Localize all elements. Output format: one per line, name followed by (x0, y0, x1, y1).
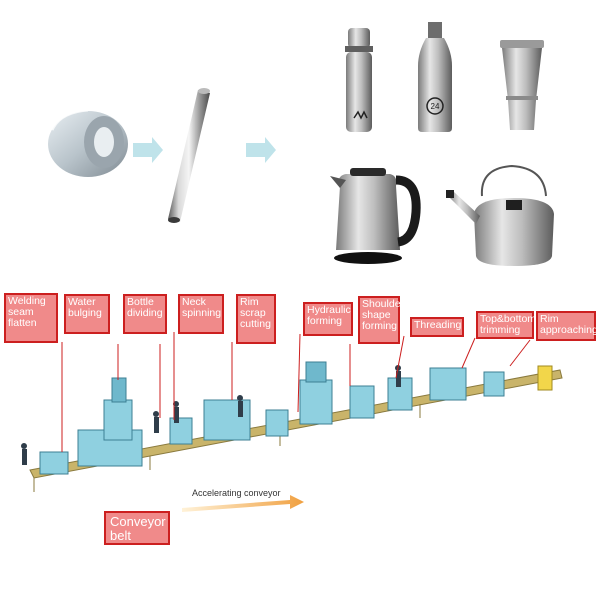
label-hydraulic-forming: Hydraulic forming (303, 302, 353, 336)
accelerating-arrow (182, 495, 304, 512)
production-line (21, 361, 563, 492)
label-shoulder-shape-forming: Shoulder shape forming (358, 296, 404, 344)
steel-coil-image (48, 108, 128, 177)
label-water-bulging: Water bulging (64, 294, 110, 334)
electric-kettle-image (330, 168, 421, 264)
label-conveyor-belt: Conveyor belt (104, 511, 170, 545)
arrow-tube-to-products (246, 137, 276, 163)
label-leader-lines (61, 332, 531, 452)
label-top-bottom-trimming: Top&bottom trimming (476, 311, 536, 339)
label-welding-seam-flatten: Welding seam flatten (4, 293, 58, 343)
steel-bottle-image: 24 (418, 22, 452, 132)
label-threading: Threading (410, 317, 464, 337)
label-rim-scrap-cutting: Rim scrap cutting (236, 294, 276, 344)
steel-tube-image (168, 88, 210, 223)
label-bottle-dividing: Bottle dividing (123, 294, 167, 334)
label-neck-spinning: Neck spinning (178, 294, 224, 334)
label-accelerating-conveyor: Accelerating conveyor (192, 488, 281, 498)
bottle-badge: 24 (431, 102, 440, 111)
arrow-coil-to-tube (133, 137, 163, 163)
tumbler-image (500, 40, 544, 130)
thermos-flask-image (345, 28, 373, 132)
stovetop-kettle-image (446, 164, 554, 266)
label-rim-approaching: Rim approaching (536, 311, 598, 341)
